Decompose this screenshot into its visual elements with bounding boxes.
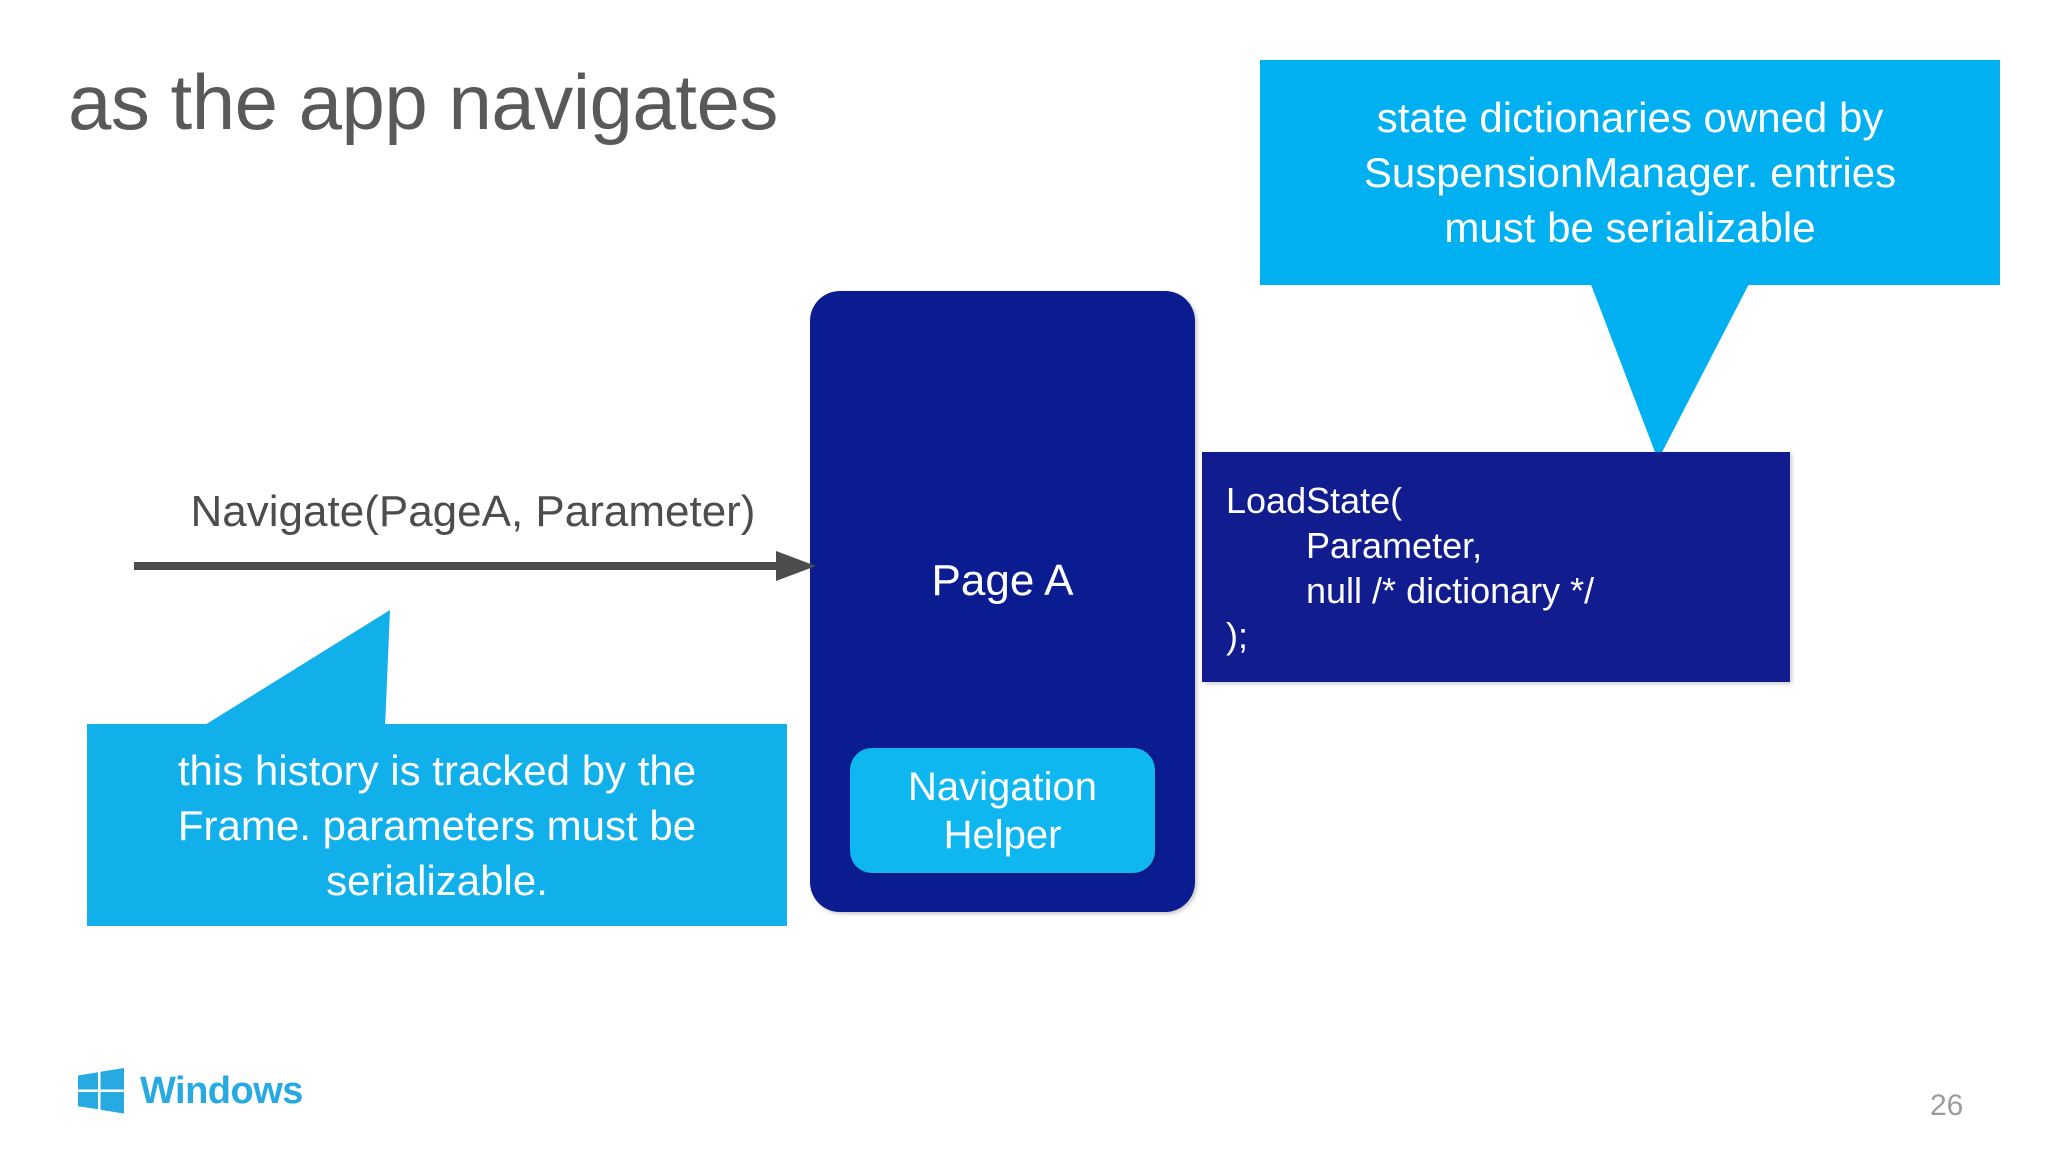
callout-tail-state-dictionaries	[1590, 282, 1750, 460]
navigate-call-label: Navigate(PageA, Parameter)	[190, 487, 756, 536]
navigation-helper-box: Navigation Helper	[850, 748, 1155, 873]
page-a-label: Page A	[931, 556, 1074, 605]
windows-logo-icon	[78, 1068, 124, 1114]
callout-history-tracked: this history is tracked by the Frame. pa…	[87, 724, 787, 926]
callout-state-dictionaries: state dictionaries owned by SuspensionMa…	[1260, 60, 2000, 285]
navigate-arrow-icon	[134, 551, 816, 581]
code-box-text: LoadState( Parameter, null /* dictionary…	[1226, 480, 1595, 656]
callout-tail-history-tracked	[200, 610, 390, 728]
page-title: as the app navigates	[68, 58, 778, 146]
navigation-helper-label: Navigation Helper	[907, 764, 1097, 857]
callout-history-tracked-text: this history is tracked by the Frame. pa…	[177, 746, 697, 904]
code-box-loadstate: LoadState( Parameter, null /* dictionary…	[1202, 452, 1790, 682]
windows-wordmark: Windows	[140, 1070, 303, 1112]
slide-page-number: 26	[1930, 1089, 1964, 1122]
page-a-box: Page A Navigation Helper	[810, 291, 1195, 912]
windows-branding: Windows	[78, 1068, 303, 1114]
callout-state-dictionaries-text: state dictionaries owned by SuspensionMa…	[1363, 94, 1897, 251]
